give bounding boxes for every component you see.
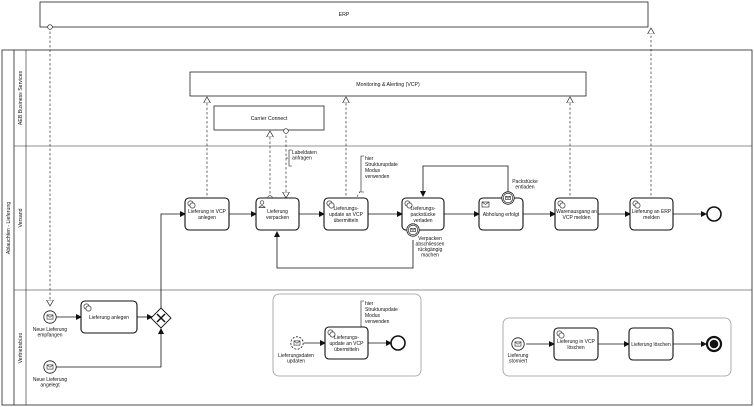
- boundary-event-packstuecke-entladen: [501, 191, 515, 205]
- message-icon: [481, 201, 490, 208]
- start-event-neue-lieferung-angelegt: [43, 360, 57, 374]
- task-label: Lieferung anlegen: [89, 315, 129, 321]
- script-task-icon: [327, 329, 336, 338]
- group-update: [272, 293, 422, 377]
- boundary-event-verpacken-rueckgaengig: [406, 223, 420, 237]
- start-event-lieferung-storniert: [511, 337, 525, 351]
- task-label: Abholung erfolgt: [483, 212, 520, 218]
- carrier-connect-label: Carrier Connect: [251, 116, 288, 122]
- carrier-connect-system: [213, 105, 325, 131]
- task-loeschen[interactable]: Lieferung löschen: [628, 327, 674, 361]
- main-pool-title: Ablauchten - Lieferung: [6, 202, 12, 254]
- task-abholung[interactable]: Abholung erfolgt: [478, 197, 524, 231]
- start-event-lieferungsdaten-updaten: [290, 336, 304, 350]
- end-event-update: [390, 335, 406, 351]
- lane-versand-label: Versand: [18, 208, 24, 227]
- erp-pool: [39, 1, 649, 28]
- group-storno: [502, 317, 732, 377]
- script-task-icon: [404, 200, 413, 209]
- script-task-icon: [632, 200, 641, 209]
- script-task-icon: [187, 200, 196, 209]
- exclusive-gateway: [150, 307, 172, 329]
- erp-pool-title: ERP: [339, 12, 350, 18]
- task-label: Lieferung löschen: [631, 342, 671, 348]
- end-event-storno: [705, 335, 723, 353]
- start-event-neue-lieferung-empfangen: [43, 310, 57, 324]
- lane-vertrieb-label: Vertriebsbüro: [18, 332, 24, 363]
- script-task-icon: [83, 303, 92, 312]
- monitoring-system-label: Monitoring & Alerting (VCP): [356, 82, 420, 88]
- script-task-icon: [326, 200, 335, 209]
- task-anlegen[interactable]: Lieferung anlegen: [80, 300, 138, 334]
- script-task-icon: [556, 330, 565, 339]
- end-event-versand: [706, 206, 722, 222]
- user-task-icon: [258, 200, 266, 208]
- monitoring-system: [189, 71, 587, 97]
- script-task-icon: [557, 200, 566, 209]
- lane-services-label: AEB Business Services: [18, 70, 24, 125]
